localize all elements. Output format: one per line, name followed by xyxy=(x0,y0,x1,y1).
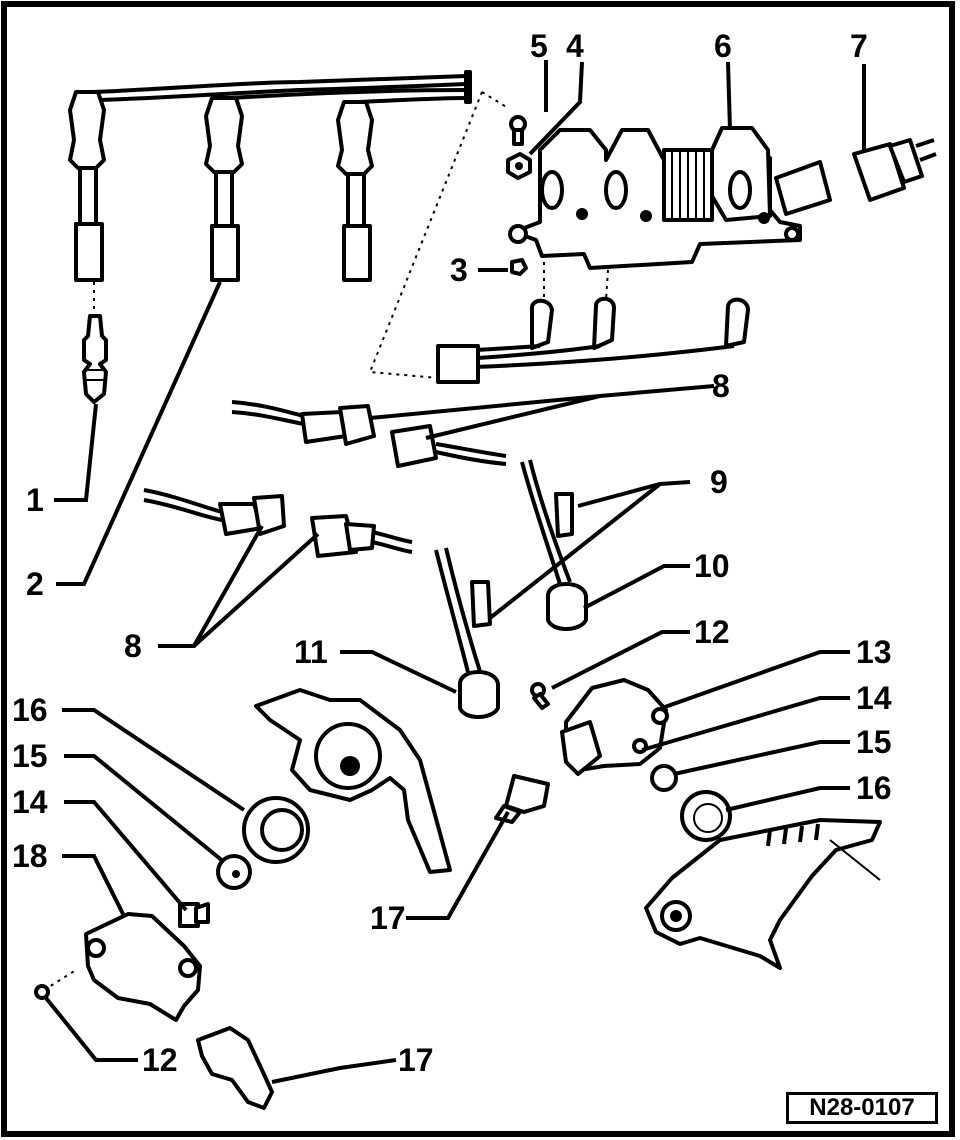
leader-lines xyxy=(44,60,866,1084)
ignition-coil-module xyxy=(508,126,832,270)
callout-17-mid: 17 xyxy=(370,900,406,936)
callout-12-left: 12 xyxy=(142,1042,178,1078)
seal-ring-left xyxy=(242,796,310,864)
shaft-right xyxy=(494,774,550,824)
callout-9: 9 xyxy=(710,464,728,500)
coil-connector xyxy=(852,138,937,202)
callout-7: 7 xyxy=(850,28,868,64)
bolt xyxy=(509,115,527,146)
callout-4: 4 xyxy=(566,28,584,64)
callout-14-right: 14 xyxy=(856,680,892,716)
small-nut xyxy=(510,258,528,276)
callout-15-left: 15 xyxy=(12,738,48,774)
callout-17-bottom: 17 xyxy=(398,1042,434,1078)
callout-1: 1 xyxy=(26,482,44,518)
knock-sensor-upper xyxy=(520,459,588,631)
callout-13: 13 xyxy=(856,634,892,670)
callout-6: 6 xyxy=(714,28,732,64)
callout-12-right: 12 xyxy=(694,614,730,650)
seal-ring-right xyxy=(680,790,732,842)
callout-2: 2 xyxy=(26,566,44,602)
spark-plug xyxy=(82,282,108,404)
engine-block-right xyxy=(644,818,882,970)
callout-5: 5 xyxy=(530,28,548,64)
callout-10: 10 xyxy=(694,548,730,584)
nut xyxy=(506,152,532,180)
callout-3: 3 xyxy=(450,252,468,288)
sensor-connector-pair-left xyxy=(143,488,413,558)
callout-16-right: 16 xyxy=(856,770,892,806)
callout-15-right: 15 xyxy=(856,724,892,760)
spark-plug-wire-set xyxy=(68,70,472,282)
callout-18: 18 xyxy=(12,838,48,874)
washer-left xyxy=(216,854,252,890)
figure-reference-code: N28-0107 xyxy=(786,1092,938,1124)
o-ring-right xyxy=(650,764,678,792)
sensor-connector-pair-upper xyxy=(231,400,507,468)
rotor-shaft-left xyxy=(196,1026,274,1110)
callout-11: 11 xyxy=(294,634,328,670)
callout-8-left: 8 xyxy=(124,628,142,664)
callout-8-top: 8 xyxy=(712,368,730,404)
knock-sensor-lower xyxy=(434,547,500,719)
coil-lead-harness xyxy=(368,91,750,384)
hall-sender-right xyxy=(560,678,669,776)
callout-14-left: 14 xyxy=(12,784,48,820)
distributor-cap-left xyxy=(34,912,202,1022)
engine-block-left xyxy=(254,688,452,874)
bolt-right xyxy=(530,682,550,710)
callout-16-left: 16 xyxy=(12,692,48,728)
